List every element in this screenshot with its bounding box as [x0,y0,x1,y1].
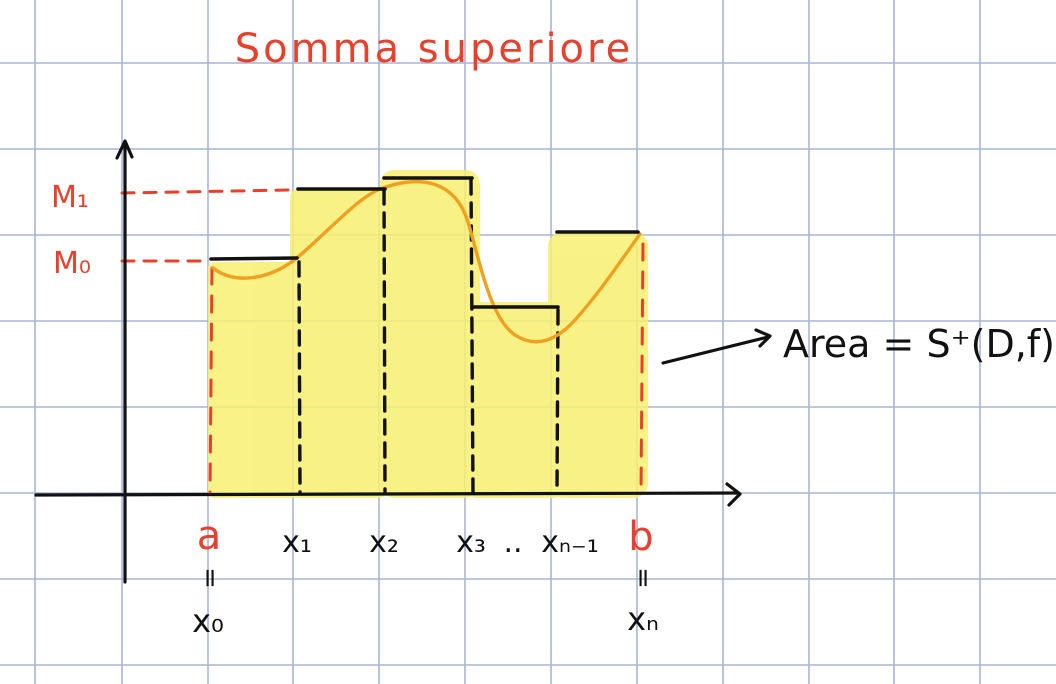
xn1-label: xₙ₋₁ [541,525,599,560]
x1-label: x₁ [282,525,312,560]
xn-label: xₙ [627,600,659,638]
diagram-title: Somma superiore [235,26,633,72]
x3-label: x₃ [456,525,486,560]
b-vertical [639,242,645,494]
rectangle-5 [548,232,648,498]
dots-label: .. [503,525,522,560]
x2-label: x₂ [369,525,399,560]
endpoint-lines [208,242,645,494]
level-guides [120,188,292,263]
rectangle-1 [208,262,300,498]
a-label: a [197,513,222,559]
b-label: b [628,514,653,560]
a-equals: = [195,567,225,589]
area-arrow [661,328,772,365]
x-axis [34,491,740,497]
x-axis-arrowhead [725,482,742,507]
area-annotation: Area = S⁺(D,f) [783,322,1055,366]
sup-bar-1 [209,256,299,261]
arrow-shaft [661,335,770,365]
a-vertical [208,266,214,494]
m1-guide [120,188,292,195]
m1-label: M₁ [51,180,89,215]
upper-sum-area [208,170,648,498]
axes [34,139,742,584]
x2-partition [382,188,387,494]
b-equals: = [628,567,658,589]
rectangle-3 [380,170,480,498]
xn1-partition [555,308,560,494]
m0-label: M₀ [53,246,91,281]
y-axis-arrowhead [115,139,134,160]
rectangle-2 [290,188,388,498]
supremum-bars [209,176,640,309]
x0-label: x₀ [192,602,224,640]
rectangle-4 [470,302,560,498]
arrow-head [754,328,772,348]
x1-partition [297,260,302,494]
